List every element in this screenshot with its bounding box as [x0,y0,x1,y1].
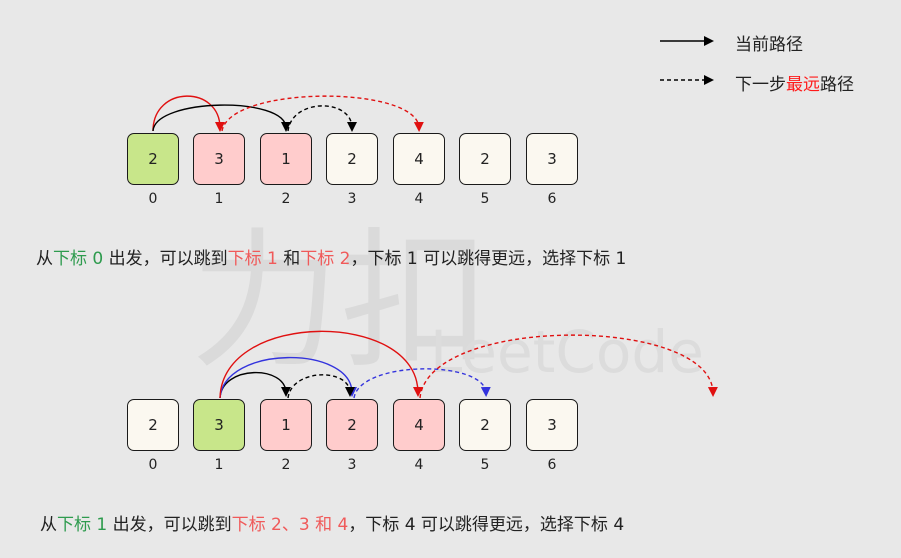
legend-solid-label: 当前路径 [735,35,803,55]
d1-arrow-1-to-4 [221,95,424,132]
d1-cell-6: 3 [526,133,578,185]
d2-index-1: 1 [214,457,224,473]
d1-index-4: 4 [414,191,424,207]
d1-index-6: 6 [547,191,557,207]
d1-cell-5: 2 [459,133,511,185]
d1-arrow-2-to-3 [287,105,357,132]
d1-index-3: 3 [347,191,357,207]
d2-index-6: 6 [547,457,557,473]
d2-arrow-1-to-2 [219,371,291,399]
d1-index-5: 5 [480,191,490,207]
legend-solid-arrow [660,36,714,46]
watermark-logo: 力扣 [190,215,491,389]
d1-index-0: 0 [148,191,158,207]
d1-index-1: 1 [214,191,224,207]
d1-cell-2: 1 [260,133,312,185]
d2-arrow-1-to-3 [219,356,357,399]
d1-index-2: 2 [281,191,291,207]
d2-cell-4: 4 [393,399,445,451]
diagram2-caption: 从下标 1 出发，可以跳到下标 2、3 和 4，下标 4 可以跳得更远，选择下标… [40,515,625,535]
d1-cell-4: 4 [393,133,445,185]
d2-cell-5: 2 [459,399,511,451]
d1-cell-3: 2 [326,133,378,185]
d2-arrow-4-to-8 [419,334,718,399]
diagram1-caption: 从下标 0 出发，可以跳到下标 1 和下标 2，下标 1 可以跳得更远，选择下标… [36,249,627,269]
d2-cell-0: 2 [127,399,179,451]
d2-index-3: 3 [347,457,357,473]
d2-arrow-3-to-5 [353,368,491,399]
d2-index-5: 5 [480,457,490,473]
d1-cell-0: 2 [127,133,179,185]
d2-index-4: 4 [414,457,424,473]
legend-dashed-label: 下一步最远路径 [735,75,854,95]
d1-cell-1: 3 [193,133,245,185]
watermark-subtext: LeetCode [430,318,704,386]
legend-highlight: 最远 [786,75,820,95]
d2-index-2: 2 [281,457,291,473]
legend-dashed-arrow [660,75,714,85]
d1-arrow-0-to-1 [152,95,225,132]
d2-index-0: 0 [148,457,158,473]
d2-cell-1: 3 [193,399,245,451]
d2-cell-2: 1 [260,399,312,451]
d2-arrow-1-to-4 [219,330,423,399]
d2-arrow-2-to-3 [287,374,355,399]
d2-cell-6: 3 [526,399,578,451]
d2-cell-3: 2 [326,399,378,451]
d1-arrow-0-to-2 [152,104,291,132]
